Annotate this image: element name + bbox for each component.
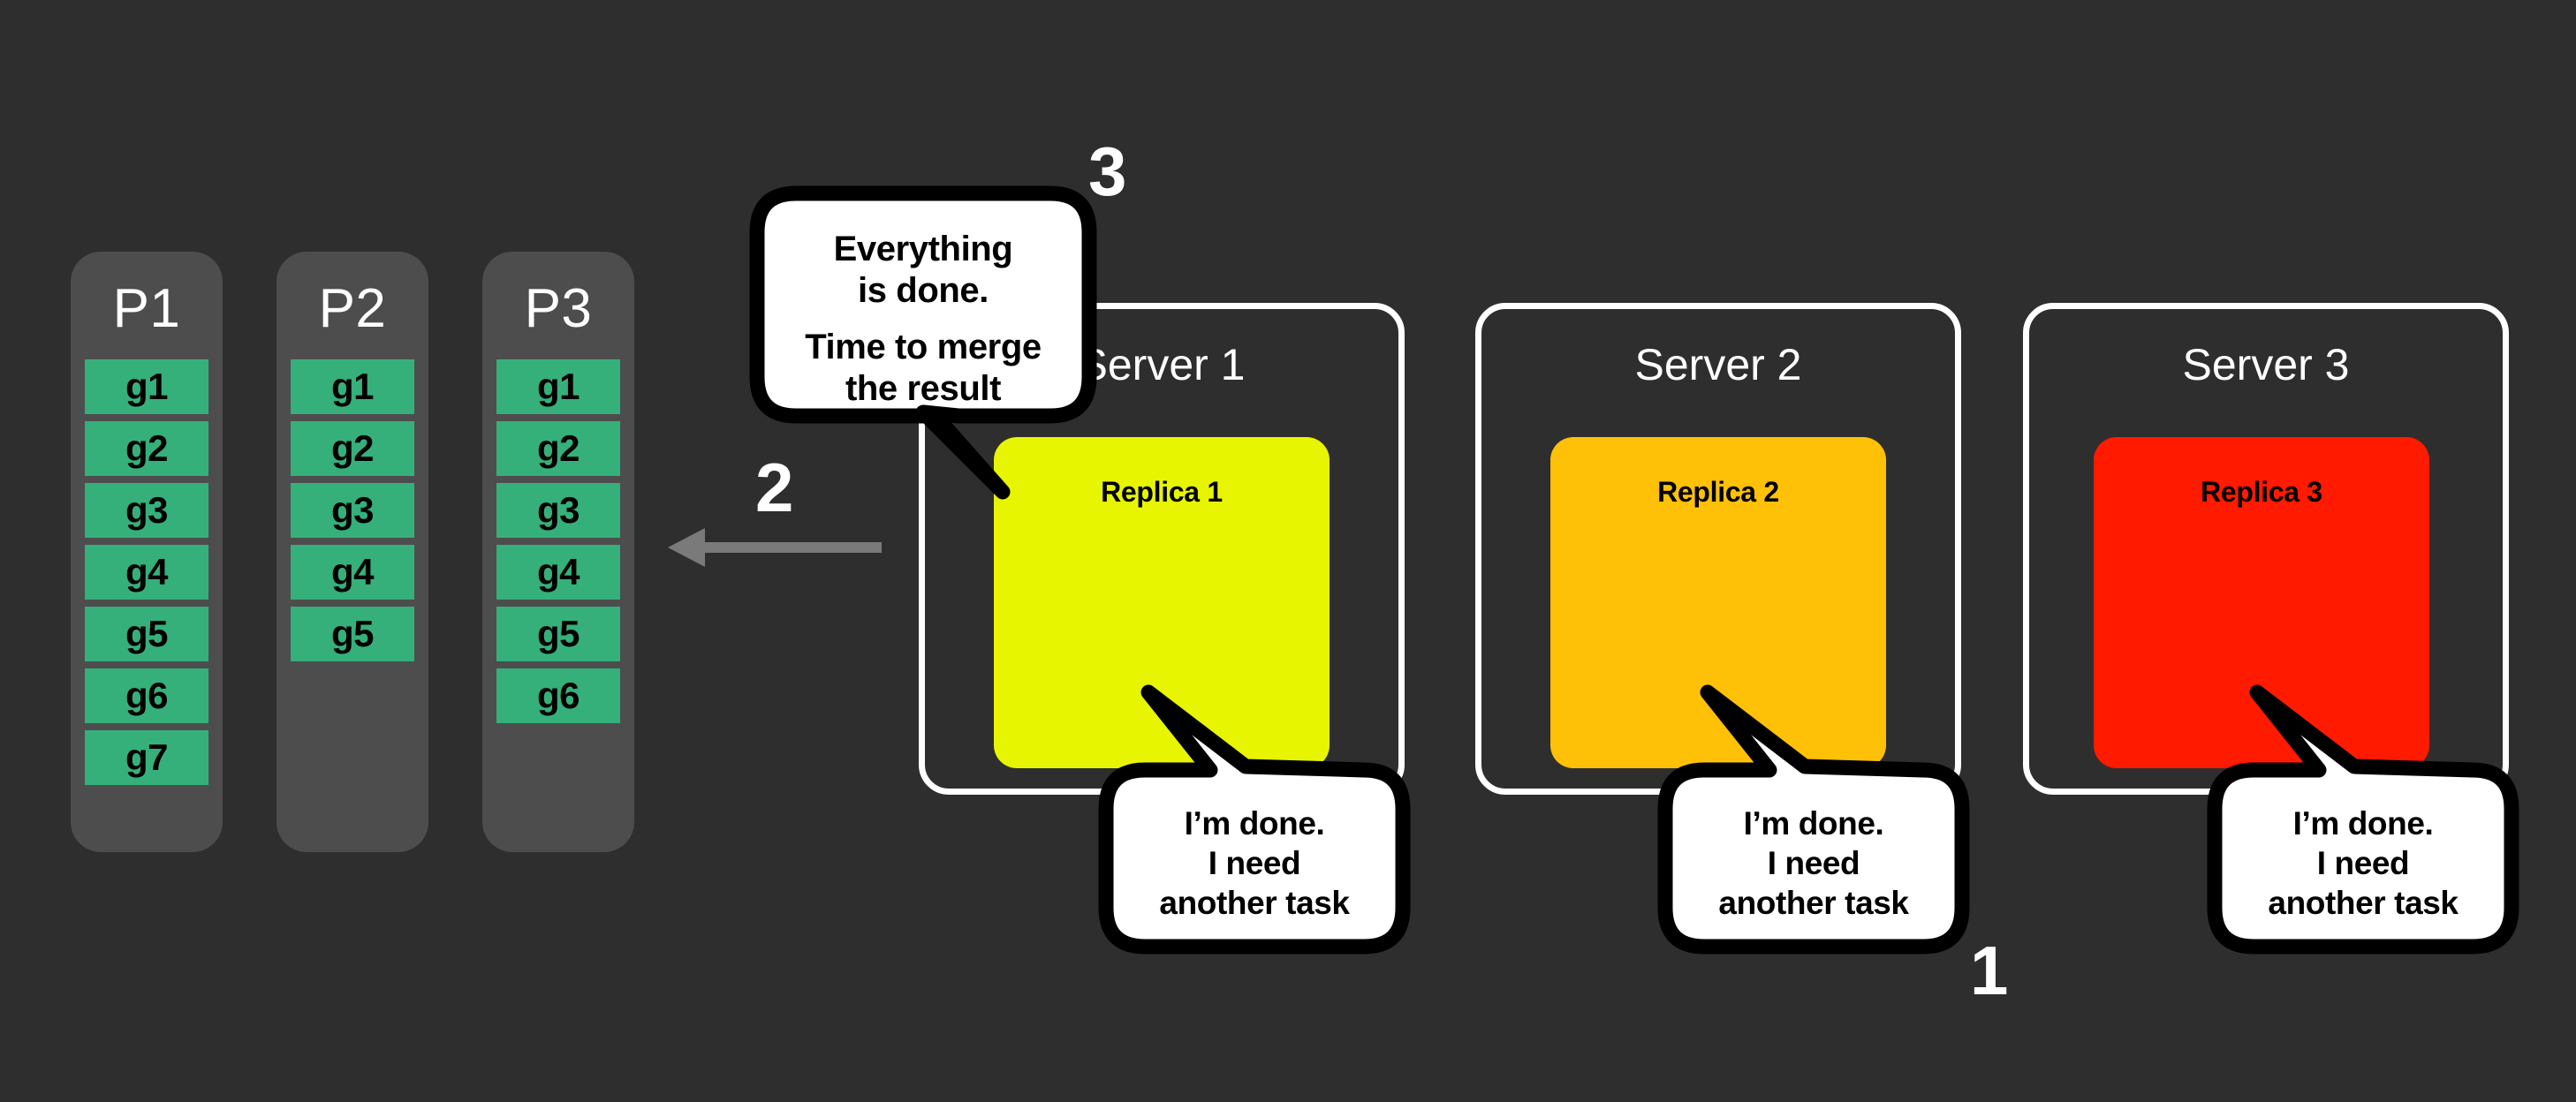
task-tile[interactable]: g3 — [291, 482, 414, 538]
task-tile[interactable]: g1 — [496, 359, 620, 414]
partition-column-p2[interactable]: P2 g1 g2 g3 g4 g5 — [277, 252, 428, 852]
task-tile[interactable]: g3 — [496, 482, 620, 538]
task-tile[interactable]: g5 — [85, 606, 208, 661]
task-tile[interactable]: g4 — [291, 544, 414, 600]
task-tile[interactable]: g5 — [291, 606, 414, 661]
task-list-p3: g1 g2 g3 g4 g5 g6 — [482, 359, 634, 723]
task-tile[interactable]: g2 — [496, 420, 620, 476]
speech-bubble-task-3-shape — [2207, 684, 2519, 955]
server-label-2: Server 2 — [1634, 340, 1802, 389]
speech-bubble-task-1[interactable]: I’m done. I need another task — [1095, 680, 1413, 962]
replica-block-2[interactable]: Replica 2 — [1550, 437, 1886, 768]
task-tile[interactable]: g6 — [85, 668, 208, 723]
task-tile[interactable]: g1 — [85, 359, 208, 414]
replica-label-2: Replica 2 — [1657, 476, 1779, 508]
replica-label-3: Replica 3 — [2201, 476, 2322, 508]
replica-block-3[interactable]: Replica 3 — [2094, 437, 2429, 768]
task-tile[interactable]: g2 — [291, 420, 414, 476]
server-label-3: Server 3 — [2182, 340, 2350, 389]
server-label-1: Server 1 — [1078, 340, 1246, 389]
speech-bubble-task-2-shape — [1657, 684, 1970, 955]
task-tile[interactable]: g5 — [496, 606, 620, 661]
speech-bubble-merge-shape — [749, 185, 1097, 500]
arrow-left-icon — [668, 528, 882, 567]
task-list-p2: g1 g2 g3 g4 g5 — [277, 359, 428, 661]
task-tile[interactable]: g4 — [496, 544, 620, 600]
speech-bubble-task-2[interactable]: I’m done. I need another task — [1655, 680, 1973, 962]
speech-bubble-task-3[interactable]: I’m done. I need another task — [2204, 680, 2522, 962]
partition-label-p1: P1 — [112, 278, 181, 339]
partition-column-p3[interactable]: P3 g1 g2 g3 g4 g5 g6 — [482, 252, 634, 852]
step-number-2: 2 — [755, 449, 794, 526]
speech-bubble-merge[interactable]: Everything is done. Time to merge the re… — [746, 181, 1100, 508]
task-tile[interactable]: g7 — [85, 729, 208, 785]
step-number-3: 3 — [1088, 132, 1127, 210]
task-tile[interactable]: g1 — [291, 359, 414, 414]
task-tile[interactable]: g2 — [85, 420, 208, 476]
partition-label-p2: P2 — [318, 278, 387, 339]
task-list-p1: g1 g2 g3 g4 g5 g6 g7 — [71, 359, 223, 785]
replica-label-1: Replica 1 — [1101, 476, 1223, 508]
task-tile[interactable]: g3 — [85, 482, 208, 538]
partition-label-p3: P3 — [524, 278, 593, 339]
task-tile[interactable]: g6 — [496, 668, 620, 723]
speech-bubble-task-1-shape — [1098, 684, 1411, 955]
partition-column-p1[interactable]: P1 g1 g2 g3 g4 g5 g6 g7 — [71, 252, 223, 852]
task-tile[interactable]: g4 — [85, 544, 208, 600]
step-number-1: 1 — [1970, 932, 2009, 1009]
